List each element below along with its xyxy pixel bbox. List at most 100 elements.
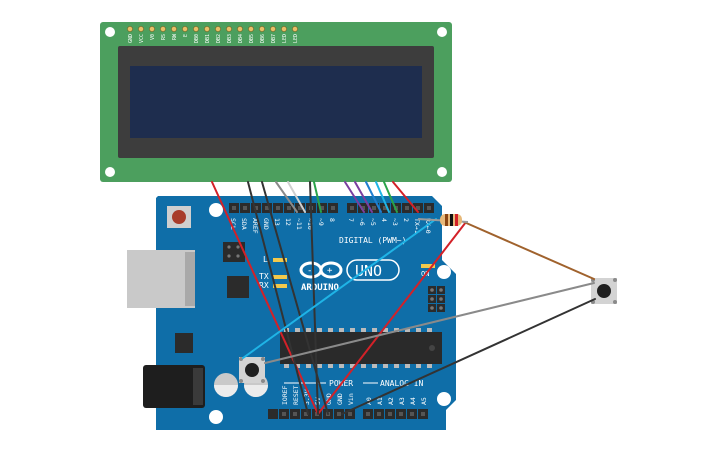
lcd-pin[interactable] [226, 26, 232, 32]
wire-brown-1[interactable] [463, 221, 595, 280]
wire-black-3[interactable] [309, 181, 319, 415]
wire-blue-1[interactable] [365, 181, 382, 213]
icsp-pin-hole [430, 306, 434, 310]
wire-black-1[interactable] [247, 181, 309, 415]
wire-purple-1[interactable] [344, 181, 365, 213]
chip-pin [383, 328, 388, 332]
lcd-pin-label: LED [282, 34, 288, 43]
lcd-pin[interactable] [215, 26, 221, 32]
digital-pin-hole [298, 206, 302, 210]
lcd-pin[interactable] [127, 26, 133, 32]
power-pin-hole [282, 412, 286, 416]
lcd-pin[interactable] [270, 26, 276, 32]
lcd-pin[interactable] [193, 26, 199, 32]
chip-pin [361, 328, 366, 332]
lcd-pin[interactable] [204, 26, 210, 32]
icsp-pin-hole [439, 297, 443, 301]
chip-pin [427, 364, 432, 368]
logo-minus: - [307, 266, 312, 276]
digital-pin-label: 12 [284, 218, 292, 226]
digital-pin-hole [383, 206, 387, 210]
digital-pin-hole [361, 206, 365, 210]
lcd-pin-label: DB0 [194, 34, 200, 43]
lcd-pin[interactable] [292, 26, 298, 32]
power-pin-label: 3.3V [303, 389, 311, 405]
board-hole-4 [437, 392, 451, 406]
chip-pin [295, 328, 300, 332]
wire-red-1[interactable] [211, 181, 319, 415]
chip-pin [350, 328, 355, 332]
resistor-band-2 [450, 214, 453, 226]
power-pin-nc[interactable] [268, 409, 278, 419]
icsp-small-hole [227, 254, 231, 258]
lcd-pin[interactable] [149, 26, 155, 32]
pushbutton-right-cap[interactable] [597, 284, 611, 298]
uno-label: UNO [355, 262, 382, 280]
digital-pin-hole [287, 206, 291, 210]
analog-pin-hole [410, 412, 414, 416]
lcd-pin-label: DB6 [260, 34, 266, 43]
chip-pin [317, 328, 322, 332]
uno-badge [346, 259, 400, 281]
wire-cyan-1[interactable] [375, 181, 390, 213]
lcd-pin[interactable] [182, 26, 188, 32]
wire-gray-2[interactable] [264, 282, 595, 364]
pushbutton-left-leg-3 [239, 379, 243, 383]
lcd-pin[interactable] [171, 26, 177, 32]
lcd-pin[interactable] [281, 26, 287, 32]
on-led [421, 264, 435, 268]
wire-red-2[interactable] [317, 221, 467, 415]
arduino-logo-text: ARDUINO [301, 283, 340, 293]
pushbutton-left-cap[interactable] [245, 363, 259, 377]
board-hole-1 [209, 203, 223, 217]
chip-pin [361, 364, 366, 368]
resistor-band-3 [455, 214, 458, 226]
wire-green-1[interactable] [313, 181, 322, 213]
chip-pin [339, 364, 344, 368]
l-led-label: L [263, 255, 268, 264]
lcd-pin-label: RS [161, 34, 167, 40]
lcd-pin[interactable] [138, 26, 144, 32]
wire-green-2[interactable] [383, 181, 398, 213]
chip-pin [405, 328, 410, 332]
lcd-pin[interactable] [237, 26, 243, 32]
digital-pin-label: 2 [402, 218, 410, 222]
power-pin-hole [348, 412, 352, 416]
lcd-pin-label: VCC [139, 34, 145, 43]
lcd-pin[interactable] [160, 26, 166, 32]
lcd-pin[interactable] [248, 26, 254, 32]
pushbutton-left[interactable] [239, 357, 265, 383]
digital-pin-label: GND [262, 218, 270, 230]
tx-led [273, 275, 287, 279]
digital-pin-hole [372, 206, 376, 210]
l-led [273, 258, 287, 262]
resistor[interactable] [417, 214, 469, 226]
wire-red-3[interactable] [392, 181, 419, 213]
wire-gray-1[interactable] [275, 181, 298, 213]
wire-white-1[interactable] [287, 181, 306, 213]
lcd-pin-label: DB4 [238, 34, 244, 43]
wire-black-4[interactable] [341, 298, 596, 415]
reset-button[interactable] [172, 210, 186, 224]
analog-pin-hole [377, 412, 381, 416]
lcd-mount-hole-tl [105, 27, 115, 37]
lcd-pin-label: GND [128, 34, 134, 43]
rx-led-label: RX [259, 281, 269, 290]
wire-purple-2[interactable] [354, 181, 373, 213]
digital-pin-label: AREF [251, 218, 259, 234]
chip-pin [416, 364, 421, 368]
lcd-pin[interactable] [259, 26, 265, 32]
digital-pin-label: 8 [328, 218, 336, 222]
pushbutton-left-leg-4 [261, 379, 265, 383]
icsp-small-hole [227, 245, 231, 249]
lcd-mount-hole-br [437, 167, 447, 177]
digital-pin-label: 7 [347, 218, 355, 222]
usb-connector-shade [185, 252, 195, 306]
wire-cyan-2[interactable] [242, 218, 437, 359]
chip-pin [328, 328, 333, 332]
lcd-mount-hole-tr [437, 27, 447, 37]
arduino-logo: - + UNO ARDUINO [299, 259, 400, 293]
